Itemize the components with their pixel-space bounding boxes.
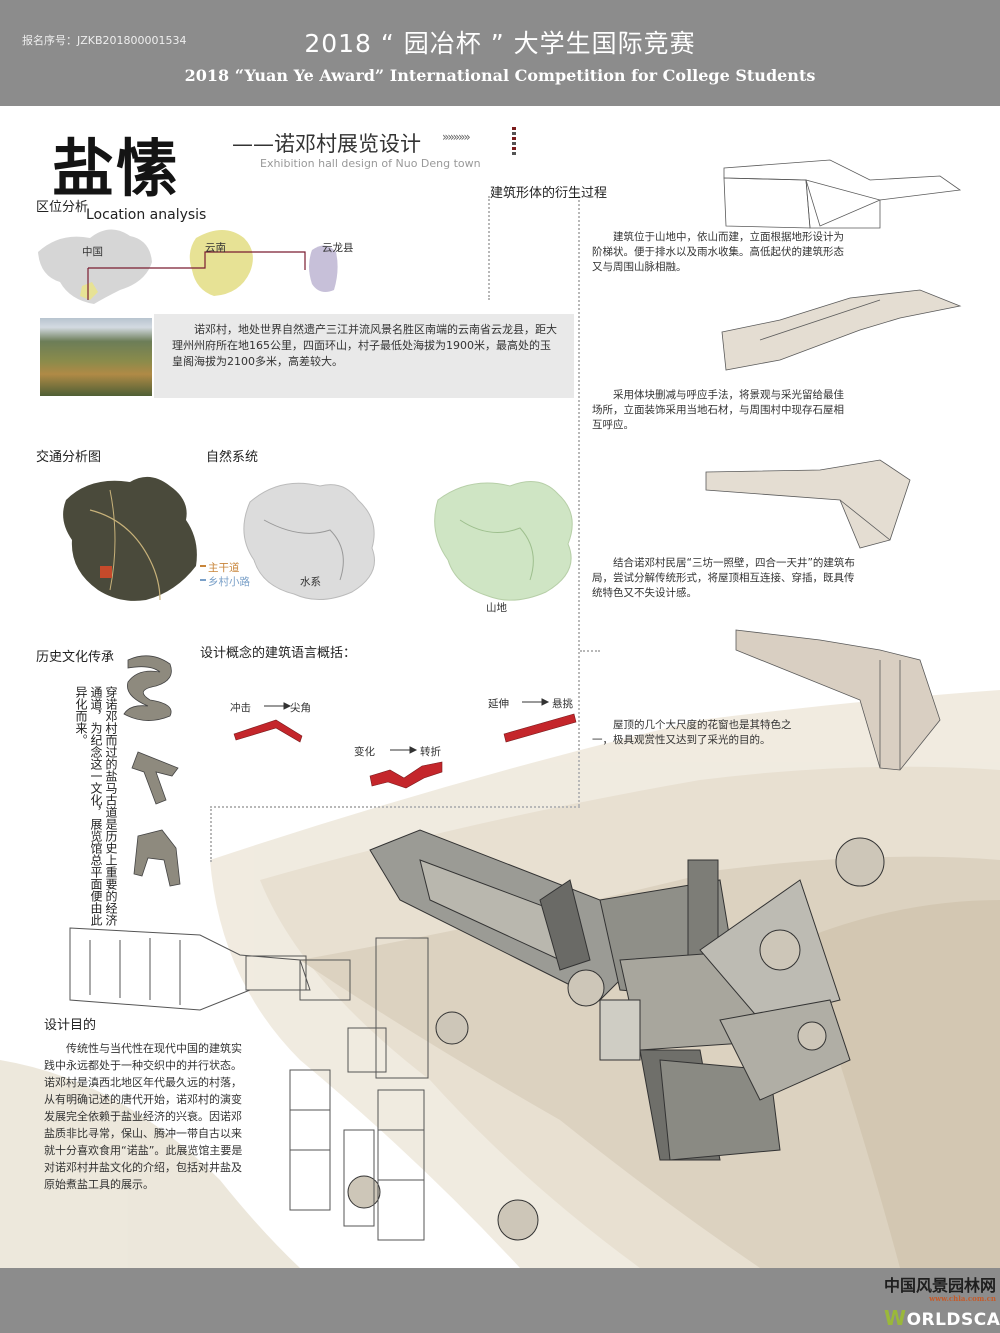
divider-dotted <box>578 196 580 806</box>
divider-dotted <box>488 196 490 300</box>
floor-plan <box>69 927 429 1241</box>
footer-bar <box>0 1268 1000 1333</box>
evolution-step-1: 建筑位于山地中，依山而建，立面根据地形设计为阶梯状。便于排水以及雨水收集。高低起… <box>592 231 844 273</box>
evolution-step-4: 屋顶的几个大尺度的花窗也是其特色之一，极具观赏性又达到了采光的目的。 <box>592 719 792 746</box>
competition-title-en: 2018 “Yuan Ye Award” International Compe… <box>184 66 816 85</box>
worldscape-logo: WORLDSCAPE <box>884 1306 1000 1330</box>
traffic-map <box>63 476 197 601</box>
competition-title-cn: 2018 “ 园冶杯 ” 大学生国际竞赛 <box>304 29 696 58</box>
project-title-calligraphy: 盐愫 <box>52 132 181 205</box>
title-ornament-bars <box>512 127 516 155</box>
map-label-china: 中国 <box>82 246 103 258</box>
evolution-step-2: 采用体块删减与呼应手法，将景观与采光留给最佳场所，立面装饰采用当地石材，与周围村… <box>592 389 844 431</box>
concept-to-sharp-corner: 尖角 <box>290 702 311 714</box>
concept-from-impact: 冲击 <box>230 702 251 714</box>
label-mountain: 山地 <box>486 602 507 614</box>
location-description: 诺邓村，地处世界自然遗产三江并流风景名胜区南端的云南省云龙县，距大理州州府所在地… <box>172 323 557 368</box>
mountain-map <box>434 481 573 601</box>
nature-heading: 自然系统 <box>206 450 259 465</box>
divider-dotted <box>580 650 600 652</box>
purpose-heading: 设计目的 <box>44 1018 97 1033</box>
evolution-heading: 建筑形体的衍生过程 <box>490 186 608 201</box>
tree-canopies <box>347 837 885 1241</box>
location-description-box <box>154 314 574 398</box>
purpose-text: 传统性与当代性在现代中国的建筑实践中永远都处于一种交织中的并行状态。诺邓村是滇西… <box>44 1042 243 1191</box>
chla-logo-text: 中国风景园林网 <box>884 1276 997 1295</box>
project-subtitle-cn: ——诺邓村展览设计 <box>232 132 421 156</box>
concept-shapes <box>233 713 577 789</box>
traffic-heading: 交通分析图 <box>36 450 102 465</box>
location-maps <box>38 229 338 304</box>
divider-dotted <box>210 806 212 862</box>
legend-main-road: 主干道 <box>208 562 240 574</box>
concept-from-extend: 延伸 <box>488 698 509 710</box>
location-heading-en: Location analysis <box>86 207 207 223</box>
concept-heading: 设计概念的建筑语言概括： <box>200 646 357 661</box>
history-vertical-text: 穿诺邓村而过的盐马古道是历史上重要的经济通道，为纪念这一文化，展览馆总平面便由此… <box>74 686 118 926</box>
chla-logo-url: www.chla.com.cn <box>929 1294 997 1303</box>
history-heading: 历史文化传承 <box>36 650 115 665</box>
project-subtitle-en: Exhibition hall design of Nuo Deng town <box>260 157 481 170</box>
legend-village-path: 乡村小路 <box>208 576 250 588</box>
chevron-ornament: »»»»» <box>442 130 471 144</box>
concept-from-change: 变化 <box>354 746 375 758</box>
concept-arrows <box>264 698 550 754</box>
header-bar: 报名序号：JZKB201800001534 2018 “ 园冶杯 ” 大学生国际… <box>0 0 1000 106</box>
concept-to-turn: 转折 <box>420 746 441 758</box>
location-heading-cn: 区位分析 <box>36 200 89 215</box>
evolution-step-3: 结合诺邓村民居“三坊一照壁，四合一天井”的建筑布局，尝试分解传统形式，将屋顶相互… <box>592 557 855 599</box>
concept-to-cantilever: 悬挑 <box>552 698 573 710</box>
evolution-sketches <box>705 159 962 771</box>
label-water-system: 水系 <box>300 576 321 588</box>
worldscape-logo-initial: W <box>884 1306 907 1330</box>
history-icons <box>123 655 181 887</box>
water-system-map <box>243 482 375 600</box>
registration-number: 报名序号：JZKB201800001534 <box>22 34 187 47</box>
village-photo <box>40 318 152 396</box>
divider-dotted <box>210 806 580 808</box>
map-label-county: 云龙县 <box>322 242 354 254</box>
chla-logo: 中国风景园林网 www.chla.com.cn <box>884 1272 996 1303</box>
map-label-yunnan: 云南 <box>205 242 226 254</box>
worldscape-logo-rest: ORLDSCAPE <box>906 1310 1000 1330</box>
